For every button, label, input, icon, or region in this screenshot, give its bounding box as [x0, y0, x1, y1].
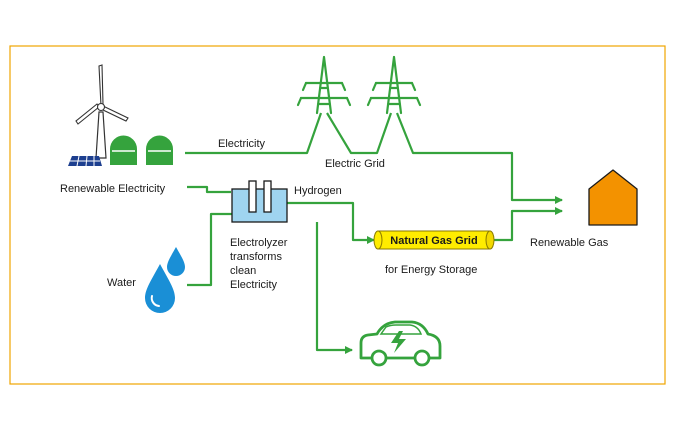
electric-grid-label: Electric Grid	[325, 158, 385, 170]
electricity-flow-line	[185, 112, 323, 155]
hydrogen-label: Hydrogen	[294, 185, 342, 197]
electrolyzer-line-2: transforms	[230, 251, 282, 263]
electrolyzer-line-3: clean	[230, 265, 256, 277]
house-icon	[588, 169, 638, 226]
water-drop-icon	[145, 264, 175, 313]
renewable-electricity-to-electrolyzer	[187, 185, 231, 194]
water-to-electrolyzer	[187, 212, 232, 287]
water-drop-icon	[167, 247, 185, 276]
wind-turbine-icon	[75, 64, 129, 159]
gas-pipe-icon	[373, 230, 495, 250]
grid-to-gas-arrow	[395, 112, 563, 204]
diagram-frame	[9, 45, 666, 385]
electrolyzer-line-1: Electrolyzer	[230, 237, 288, 249]
electrolyzer-to-car-arrow	[315, 222, 353, 354]
electric-car-icon	[359, 320, 442, 367]
gas-grid-to-renewable-gas-arrow	[490, 207, 563, 242]
grid-link-line	[326, 112, 393, 155]
power-pylon-icon	[296, 55, 352, 115]
solar-panel-icon	[68, 155, 102, 167]
renewable-gas-label: Renewable Gas	[530, 237, 609, 249]
electrolyzer-icon	[231, 180, 288, 223]
water-label: Water	[107, 277, 136, 289]
renewable-electricity-label: Renewable Electricity	[60, 183, 166, 195]
energy-storage-label: for Energy Storage	[385, 264, 477, 276]
hydrogen-flow-arrow	[287, 201, 375, 244]
electricity-label: Electricity	[218, 138, 266, 150]
power-pylon-icon	[366, 55, 422, 115]
natural-gas-grid-label: Natural Gas Grid	[390, 235, 477, 247]
biogas-dome-icon	[110, 135, 173, 165]
electrolyzer-line-4: Electricity	[230, 279, 278, 291]
